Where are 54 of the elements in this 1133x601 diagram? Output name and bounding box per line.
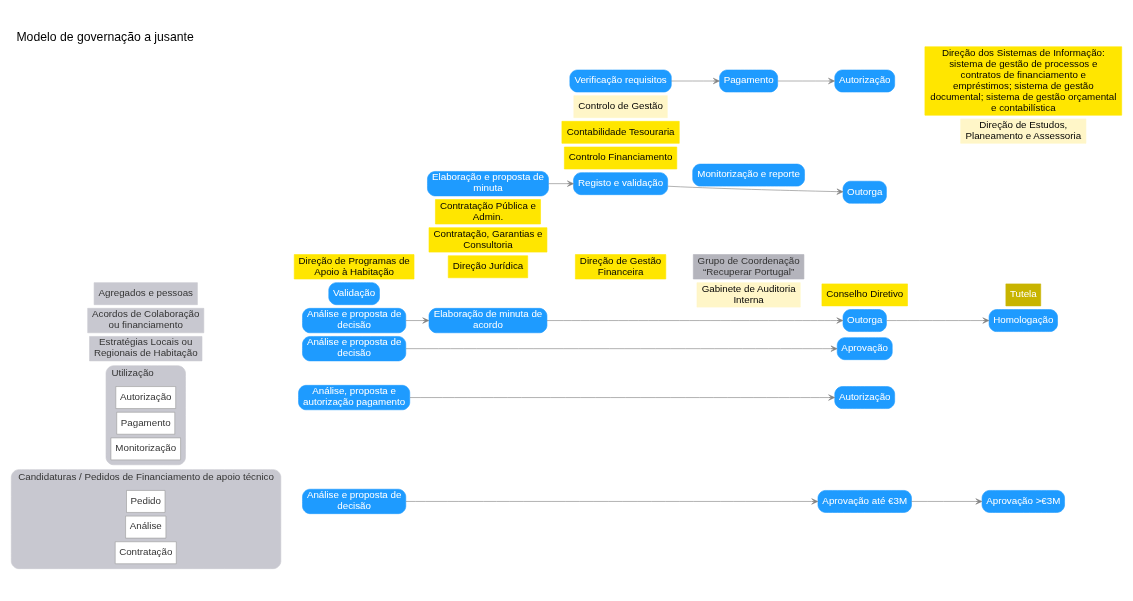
- node-box: Contabilidade Tesouraria: [561, 120, 680, 144]
- node-box: Pagamento: [719, 69, 778, 92]
- node-box: Elaboração de minuta de acordo: [428, 307, 548, 333]
- node-box: Outorga: [842, 180, 887, 204]
- node-box: Direção Jurídica: [447, 254, 528, 278]
- node-box: Aprovação >€3M: [981, 489, 1065, 513]
- node-box: Estratégias Locais ou Regionais de Habitação: [89, 335, 203, 361]
- arrow: [671, 77, 720, 84]
- arrow: [886, 317, 990, 324]
- node-box: Direção de Estudos, Planeamento e Assessoria: [960, 118, 1087, 144]
- arrow: [405, 345, 838, 352]
- node-box: Contratação Pública e Admin.: [435, 198, 541, 224]
- diagram-title: Modelo de governação a jusante: [16, 29, 194, 44]
- node-box: Grupo de Coordenação “Recuperar Portugal”: [693, 253, 805, 279]
- arrow: [911, 497, 983, 504]
- arrow: [405, 317, 430, 324]
- node-box: Registo e validação: [573, 171, 668, 195]
- node-box: Pedido: [126, 489, 166, 513]
- node-box: Controlo Financiamento: [564, 146, 678, 169]
- node-box: Validação: [328, 281, 380, 305]
- node-box: Autorização: [834, 385, 895, 409]
- arrow: [405, 497, 819, 504]
- arrow: [777, 77, 835, 84]
- node-box: Autorização: [834, 69, 895, 92]
- arrow: [546, 317, 844, 324]
- node-box: Homologação: [988, 308, 1058, 332]
- node-box: Acordos de Colaboração ou financiamento: [87, 307, 205, 333]
- node-box: Análise e proposta de decisão: [302, 307, 407, 333]
- node-box: Análise e proposta de decisão: [302, 488, 407, 514]
- node-box: Contratação, Garantias e Consultoria: [428, 226, 548, 252]
- arrow: [409, 394, 835, 401]
- node-box: Análise e proposta de decisão: [302, 335, 407, 361]
- node-box: Direção dos Sistemas de Informação: sistema de gestão de processos e contratos de financiamento e empréstimos; sistema de gestão documental; sistema de gestão orçamental e contabilística: [924, 45, 1122, 116]
- arrow: [667, 185, 844, 195]
- node-box: Conselho Diretivo: [821, 283, 908, 306]
- node-box: Análise: [125, 515, 167, 538]
- node-box: Agregados e pessoas: [93, 281, 198, 305]
- node-box: Autorização: [115, 385, 176, 409]
- node-box: Monitorização e reporte: [692, 163, 805, 186]
- node-box: Tutela: [1005, 283, 1042, 306]
- node-box: Análise, proposta e autorização pagamento: [298, 384, 411, 410]
- node-box: Direção de Gestão Financeira: [575, 253, 667, 279]
- node-box: Direção de Programas de Apoio à Habitação: [293, 253, 415, 279]
- node-box: Aprovação até €3M: [817, 489, 912, 513]
- node-box: Contratação: [114, 540, 177, 564]
- node-box: Outorga: [842, 308, 887, 332]
- node-box: Pagamento: [116, 411, 176, 435]
- arrow: [548, 180, 574, 187]
- node-box: Elaboração e proposta de minuta: [427, 170, 549, 196]
- node-box: Verificação requisitos: [569, 69, 672, 92]
- node-box: Controlo de Gestão: [573, 94, 668, 118]
- node-box: Aprovação: [836, 336, 893, 360]
- node-box: Gabinete de Auditoria Interna: [696, 281, 801, 307]
- node-box: Monitorização: [110, 437, 181, 460]
